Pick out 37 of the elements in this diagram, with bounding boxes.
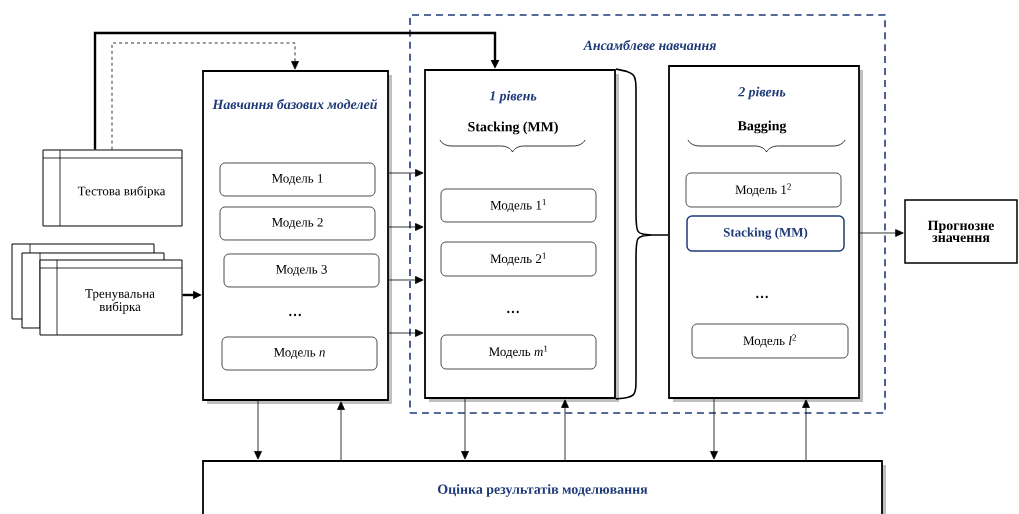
arrow <box>710 398 718 460</box>
panel-heading: 2 рівень <box>738 86 786 100</box>
model-box: Модель 3 <box>223 253 380 288</box>
method-label: Bagging <box>737 120 787 134</box>
model-box: Модель 1$^{1}$ <box>440 188 597 223</box>
evaluation-box: Оцінка результатів моделювання <box>202 460 886 514</box>
arrow <box>388 223 424 231</box>
model-box: Модель 1 <box>219 162 376 197</box>
ensemble-frame <box>409 14 886 414</box>
arrow <box>802 399 810 461</box>
ellipsis: … <box>756 295 768 299</box>
method-label: Stacking (MM) <box>468 121 558 135</box>
panel-heading: Навчання базових моделей <box>212 98 378 110</box>
arrow <box>461 398 469 460</box>
arrow <box>93 31 500 150</box>
model-box: Модель m$^{1}$ <box>440 334 597 370</box>
ellipsis: … <box>507 310 519 314</box>
model-box: Stacking (MM) <box>686 215 845 252</box>
panel-heading: 1 рівень <box>489 90 537 104</box>
arrow <box>388 169 424 177</box>
arrow <box>337 401 345 461</box>
data-sheet-stack: Тренувальна вибірка <box>11 243 183 336</box>
arrow <box>111 42 299 150</box>
arrow <box>388 276 424 284</box>
ellipsis: … <box>289 313 301 317</box>
arrow <box>388 329 424 337</box>
arrow <box>254 400 262 460</box>
model-box: Модель 1$^{2}$ <box>685 172 842 208</box>
model-box: Модель 2$^{1}$ <box>440 241 597 277</box>
arrow <box>859 229 904 237</box>
model-box: Модель 2 <box>219 206 376 241</box>
model-box: Модель l$^{2}$ <box>691 323 849 359</box>
arrow <box>561 399 569 461</box>
panel-heading: Ансамблеве навчання <box>582 39 716 51</box>
data-sheet: Тестова вибірка <box>42 149 183 227</box>
model-box: Модель n <box>221 336 378 371</box>
result-box: Прогнозне значення <box>904 199 1018 264</box>
